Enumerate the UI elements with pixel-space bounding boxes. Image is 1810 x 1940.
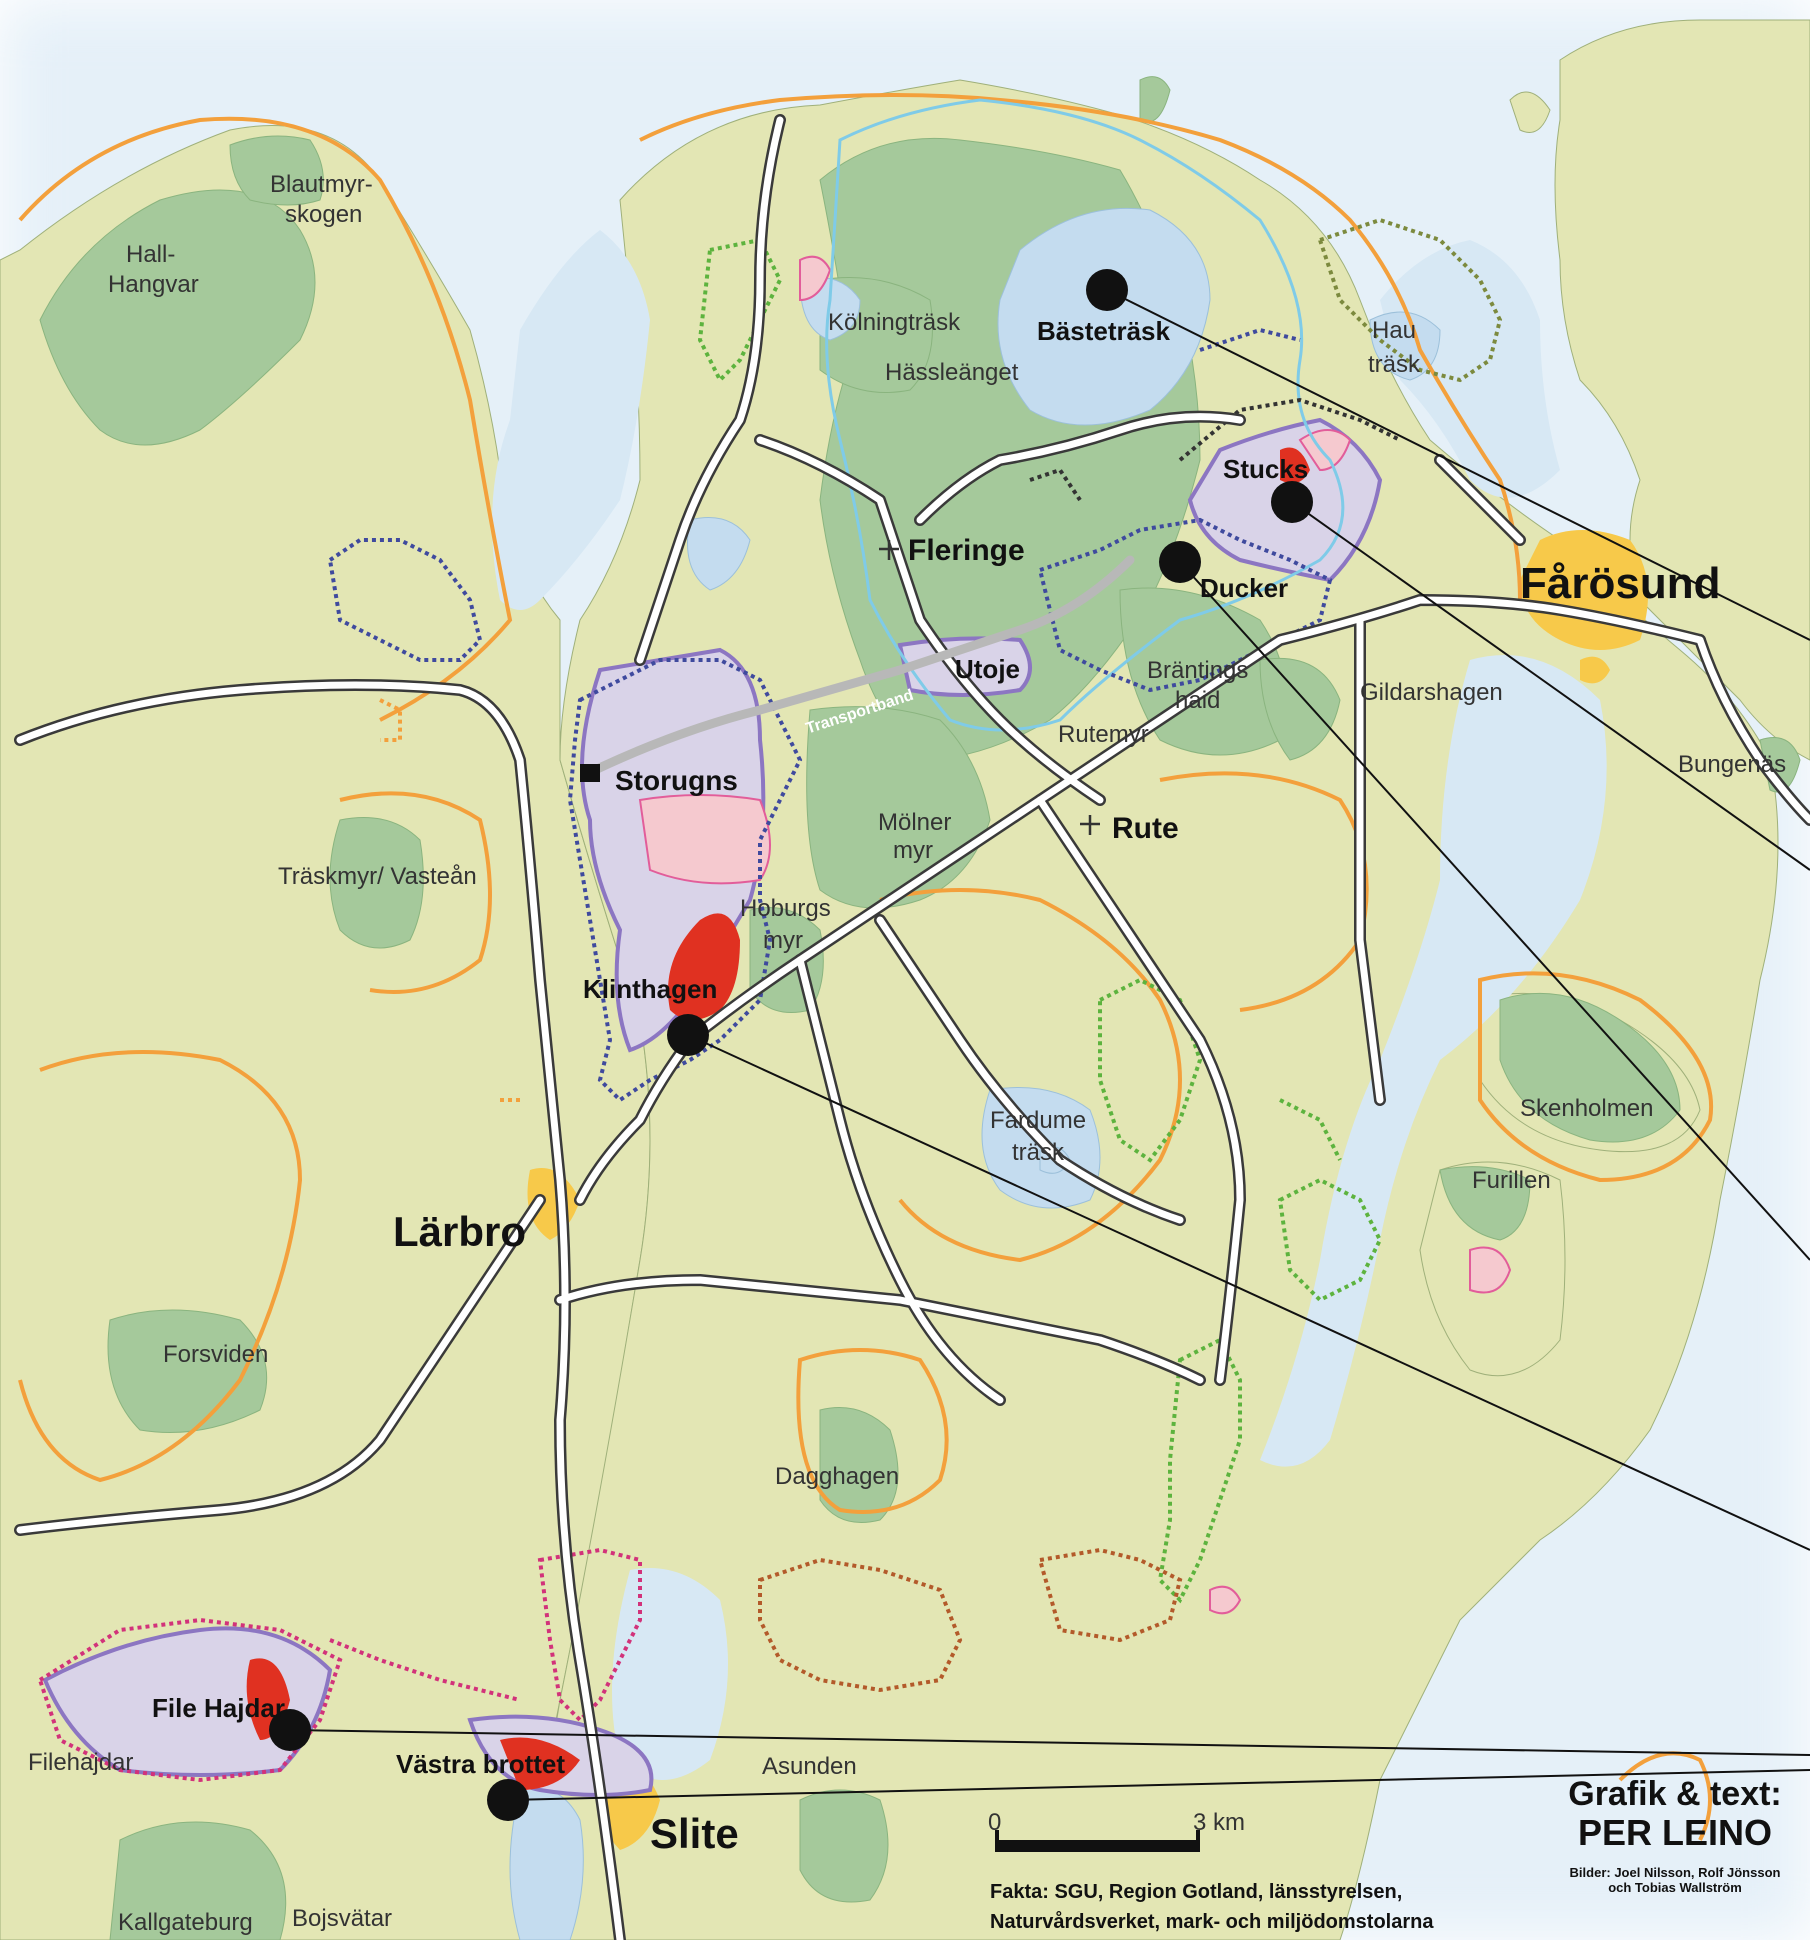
label-kallgateburg: Kallgateburg: [118, 1909, 253, 1936]
label-asunden: Asunden: [762, 1753, 857, 1780]
label-skenholmen: Skenholmen: [1520, 1095, 1653, 1122]
church-crosses: [879, 540, 1100, 835]
label-furillen: Furillen: [1472, 1167, 1551, 1194]
label-hautrask-2: träsk: [1368, 351, 1421, 378]
credit-block: Grafik & text: PER LEINO Bilder: Joel Ni…: [1540, 1775, 1810, 1895]
label-gildarshagen: Gildarshagen: [1360, 679, 1503, 706]
label-rute: Rute: [1112, 812, 1179, 845]
label-fardume-1: Fardume: [990, 1107, 1086, 1134]
label-dagghagen: Dagghagen: [775, 1463, 899, 1490]
marker-bastetrask: [1086, 269, 1128, 311]
label-hallhangvar-2: Hangvar: [108, 271, 199, 298]
leader-lines: [289, 289, 1810, 1801]
fakta-line-1: Fakta: SGU, Region Gotland, länsstyrelse…: [990, 1881, 1402, 1903]
label-slite: Slite: [650, 1810, 739, 1857]
label-stucks: Stucks: [1223, 454, 1308, 484]
label-vastra-brottet: Västra brottet: [396, 1749, 565, 1779]
label-hoburgs-1: Hoburgs: [740, 895, 831, 922]
label-file-hajdar: File Hajdar: [152, 1693, 285, 1723]
label-fardume-2: träsk: [1012, 1139, 1065, 1166]
label-bastetrask: Bästeträsk: [1037, 316, 1171, 346]
credit-author: PER LEINO: [1577, 1812, 1773, 1853]
label-kolningstrask: Kölningträsk: [828, 309, 961, 336]
storugns-port-marker: [580, 764, 600, 782]
label-bojsvatar: Bojsvätar: [292, 1905, 392, 1932]
scale-end: 3 km: [1193, 1809, 1245, 1836]
reserve-outlines: [18, 93, 1714, 1841]
fakta-text: Fakta: SGU, Region Gotland, länsstyrelse…: [990, 1881, 1434, 1933]
site-markers: [269, 269, 1313, 1821]
label-molner-1: Mölner: [878, 809, 951, 836]
label-hassleanget: Hässleänget: [885, 359, 1019, 386]
church-icon: [879, 540, 899, 560]
marker-klinthagen: [667, 1014, 709, 1056]
marker-vastra-brottet: [487, 1779, 529, 1821]
label-brantings-2: haid: [1175, 687, 1220, 714]
water-channels: [492, 230, 1607, 1780]
marker-stucks: [1271, 481, 1313, 523]
label-ducker: Ducker: [1200, 573, 1288, 603]
scale-start: 0: [988, 1809, 1001, 1836]
label-rutemyr: Rutemyr: [1058, 721, 1149, 748]
label-farosund: Fårösund: [1520, 559, 1720, 608]
place-labels: Blautmyr- skogen Hall- Hangvar Kölningtr…: [28, 171, 1786, 1936]
fakta-line-2: Naturvårdsverket, mark- och miljödomstol…: [990, 1910, 1434, 1933]
label-blautmyrskogen-1: Blautmyr-: [270, 171, 373, 198]
label-molner-2: myr: [893, 837, 933, 864]
church-icon: [1080, 815, 1100, 835]
scale-bar: 0 3 km: [988, 1809, 1245, 1852]
dotted-boundaries: [37, 217, 1503, 1783]
marker-ducker: [1159, 541, 1201, 583]
label-utoje: Utoje: [955, 654, 1020, 684]
label-filehajdar: Filehajdar: [28, 1749, 133, 1776]
label-traskmyr: Träskmyr/ Vasteån: [278, 863, 477, 890]
label-klinthagen: Klinthagen: [583, 974, 717, 1004]
label-hoburgs-2: myr: [763, 927, 803, 954]
label-fleringe: Fleringe: [908, 534, 1025, 567]
credit-title: Grafik & text:: [1568, 1775, 1782, 1813]
label-storugns: Storugns: [615, 765, 738, 796]
label-brantings-1: Bräntings: [1147, 657, 1248, 684]
transport-band: [590, 555, 1135, 775]
natura-outline: [825, 98, 1345, 732]
label-forsviden: Forsviden: [163, 1341, 268, 1368]
label-larbro: Lärbro: [393, 1208, 526, 1255]
marker-file-hajdar: [269, 1709, 311, 1751]
credit-photos-2: och Tobias Wallström: [1608, 1880, 1742, 1895]
label-blautmyrskogen-2: skogen: [285, 201, 362, 228]
roads-fill: [16, 116, 1810, 1940]
credit-photos-1: Bilder: Joel Nilsson, Rolf Jönsson: [1569, 1865, 1781, 1880]
label-hallhangvar-1: Hall-: [126, 241, 175, 268]
label-hautrask-1: Hau: [1372, 317, 1416, 344]
label-bungenas: Bungenäs: [1678, 751, 1786, 778]
